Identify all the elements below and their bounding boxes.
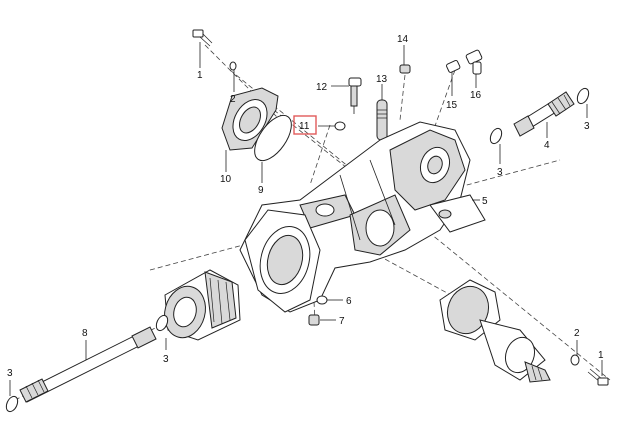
pin-part-13 <box>376 99 388 141</box>
callout-labels: 1 2 10 9 11 12 13 14 15 16 3 4 3 5 6 7 8… <box>7 34 604 379</box>
plug-part-7 <box>308 314 320 326</box>
fitting-part-15 <box>446 59 461 73</box>
ring-part-3-bottom-left <box>5 395 19 413</box>
sensor-part-12 <box>348 77 362 114</box>
shaft-part-4 <box>513 91 575 137</box>
washer-part-11 <box>334 121 346 131</box>
callout-4[interactable]: 4 <box>544 140 550 151</box>
washer-part-2-bottom <box>570 354 580 366</box>
washer-part-6 <box>316 295 328 305</box>
callout-1-top[interactable]: 1 <box>197 70 203 81</box>
callout-6[interactable]: 6 <box>346 296 352 307</box>
fitting-part-16 <box>465 49 483 75</box>
callout-11[interactable]: 11 <box>299 121 310 132</box>
callout-7[interactable]: 7 <box>339 316 345 327</box>
ring-part-3-top-right <box>576 87 590 105</box>
main-housing-part-5 <box>239 121 486 313</box>
callout-3-bottom-left[interactable]: 3 <box>7 368 13 379</box>
hub-pinion-assembly <box>439 279 551 383</box>
callout-2-top[interactable]: 2 <box>230 94 236 105</box>
callout-3-top-right[interactable]: 3 <box>584 121 590 132</box>
callout-3-center-left[interactable]: 3 <box>163 354 169 365</box>
callout-13[interactable]: 13 <box>376 74 388 85</box>
callout-8[interactable]: 8 <box>82 328 88 339</box>
differential-assembly <box>164 269 241 341</box>
bolt-part-1-bottom <box>587 368 609 386</box>
callout-3-middle-right[interactable]: 3 <box>497 167 503 178</box>
callout-highlight-box <box>293 115 317 135</box>
callout-9[interactable]: 9 <box>258 185 264 196</box>
callout-1-bottom[interactable]: 1 <box>598 350 604 361</box>
washer-part-2-top <box>229 61 237 71</box>
callout-14[interactable]: 14 <box>397 34 409 45</box>
callout-leader-lines <box>9 42 603 396</box>
callout-12[interactable]: 12 <box>316 82 328 93</box>
callout-15[interactable]: 15 <box>446 100 458 111</box>
callout-2-bottom[interactable]: 2 <box>574 328 580 339</box>
ring-part-3-center-left <box>155 314 169 332</box>
o-ring-part-9 <box>254 114 292 162</box>
shaft-part-8 <box>19 326 157 403</box>
bolt-part-1-top <box>192 29 213 47</box>
callout-16[interactable]: 16 <box>470 90 482 101</box>
ring-part-3-middle-right <box>489 127 503 145</box>
cover-plate-part-10 <box>221 87 279 151</box>
callout-5[interactable]: 5 <box>482 196 488 207</box>
callout-10[interactable]: 10 <box>220 174 232 185</box>
plug-part-14 <box>399 64 411 74</box>
